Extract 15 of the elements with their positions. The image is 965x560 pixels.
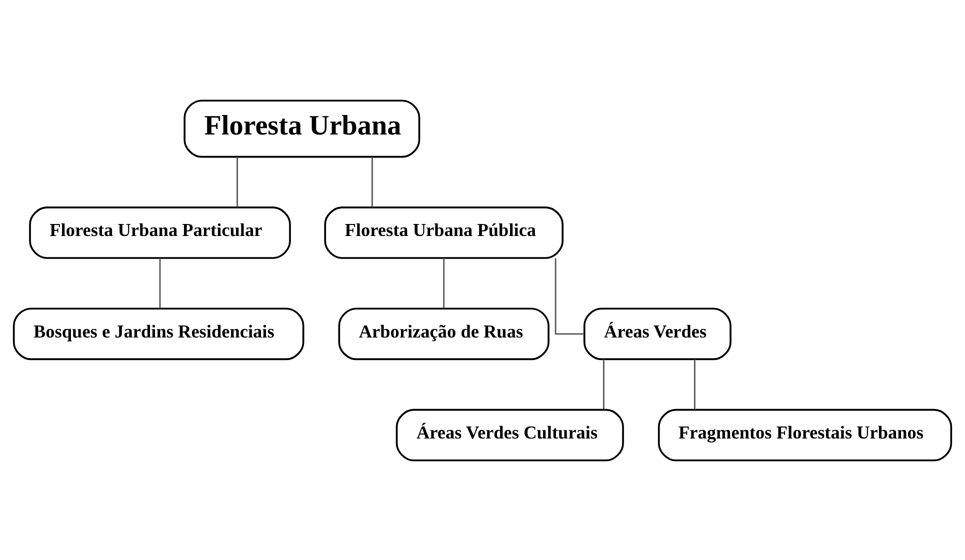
node-box: Fragmentos Florestais Urbanos bbox=[658, 408, 952, 461]
connector bbox=[236, 156, 238, 207]
node-box: Áreas Verdes bbox=[583, 307, 732, 360]
node-box: Bosques e Jardins Residenciais bbox=[12, 307, 304, 360]
connector bbox=[443, 258, 445, 308]
connector bbox=[603, 358, 604, 409]
node-box: Áreas Verdes Culturais bbox=[396, 408, 624, 461]
node-box: Floresta Urbana bbox=[184, 99, 420, 158]
connector bbox=[694, 358, 696, 409]
connector bbox=[554, 258, 584, 334]
node-box: Floresta Urbana Pública bbox=[324, 206, 564, 258]
connector bbox=[159, 258, 161, 308]
connector bbox=[371, 156, 373, 207]
node-box: Floresta Urbana Particular bbox=[29, 206, 291, 258]
node-box: Arborização de Ruas bbox=[338, 307, 550, 360]
